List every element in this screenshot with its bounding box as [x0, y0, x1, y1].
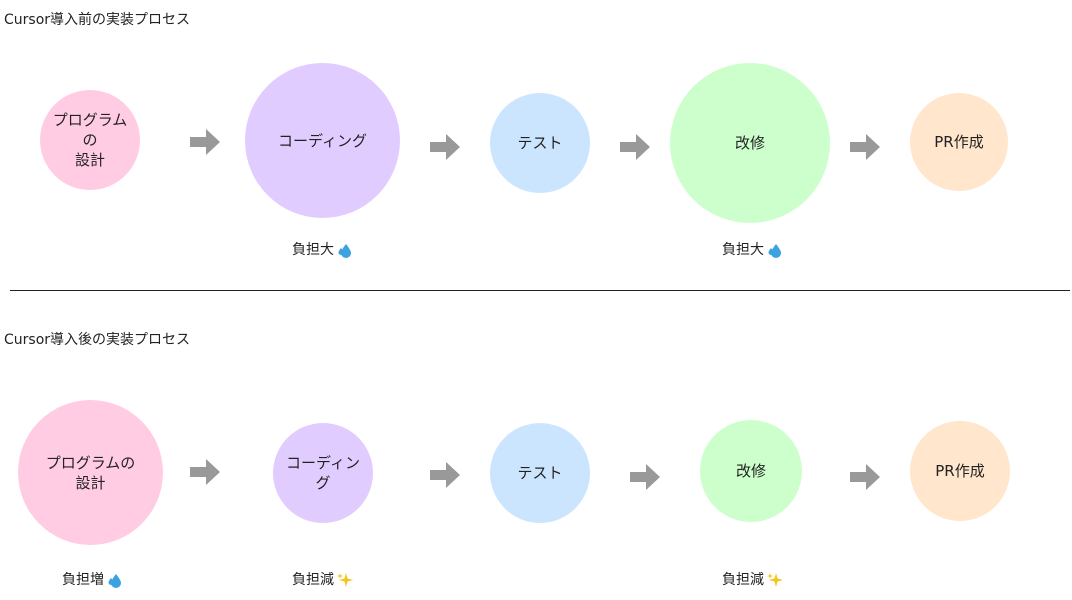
arrow-right-icon	[190, 129, 220, 155]
step-fix-after: 改修	[700, 420, 802, 522]
step-test-before: テスト	[490, 93, 590, 193]
step-test-after: テスト	[490, 423, 590, 523]
step-label: プログラムの	[52, 111, 128, 149]
step-label: 改修	[734, 134, 765, 152]
burden-text: 負担大	[292, 242, 334, 258]
step-pr-before: PR作成	[910, 93, 1008, 191]
step-label: 設計	[74, 151, 105, 169]
section-title-before: Cursor導入前の実装プロセス	[4, 12, 191, 28]
section-divider	[10, 290, 1070, 291]
step-fix-before: 改修	[670, 63, 830, 223]
burden-text: 負担大	[722, 242, 764, 258]
arrow-right-icon	[850, 464, 880, 490]
step-pr-after: PR作成	[910, 421, 1010, 521]
step-label: コーディング	[278, 131, 367, 150]
step-label: コーディング	[286, 454, 360, 492]
burden-note-fix-before: 負担大	[722, 241, 783, 259]
burden-text: 負担増	[62, 572, 104, 588]
arrow-right-icon	[190, 459, 220, 485]
step-design-before: プログラムの 設計	[40, 90, 140, 190]
arrow-right-icon	[620, 134, 650, 160]
step-label: PR作成	[935, 462, 985, 480]
step-label: 設計	[75, 473, 106, 492]
arrow-right-icon	[430, 462, 460, 488]
step-label: テスト	[517, 464, 563, 482]
burden-text: 負担減	[292, 572, 334, 588]
burden-note-fix-after: 負担減	[722, 571, 783, 589]
sweat-droplets-icon	[337, 242, 353, 258]
step-coding-before: コーディング	[245, 63, 400, 218]
arrow-right-icon	[430, 134, 460, 160]
step-label: PR作成	[934, 133, 984, 151]
step-label: テスト	[517, 134, 563, 152]
sweat-droplets-icon	[767, 242, 783, 258]
sparkles-icon	[337, 572, 353, 588]
step-label: プログラムの	[45, 453, 136, 472]
step-label: 改修	[735, 462, 766, 480]
burden-text: 負担減	[722, 572, 764, 588]
burden-note-coding-after: 負担減	[292, 571, 353, 589]
sweat-droplets-icon	[107, 572, 123, 588]
arrow-right-icon	[850, 134, 880, 160]
section-title-after: Cursor導入後の実装プロセス	[4, 332, 191, 348]
sparkles-icon	[767, 572, 783, 588]
step-coding-after: コーディング	[273, 423, 373, 523]
burden-note-coding-before: 負担大	[292, 241, 353, 259]
burden-note-design-after: 負担増	[62, 571, 123, 589]
arrow-right-icon	[630, 464, 660, 490]
step-design-after: プログラムの 設計	[18, 400, 163, 545]
